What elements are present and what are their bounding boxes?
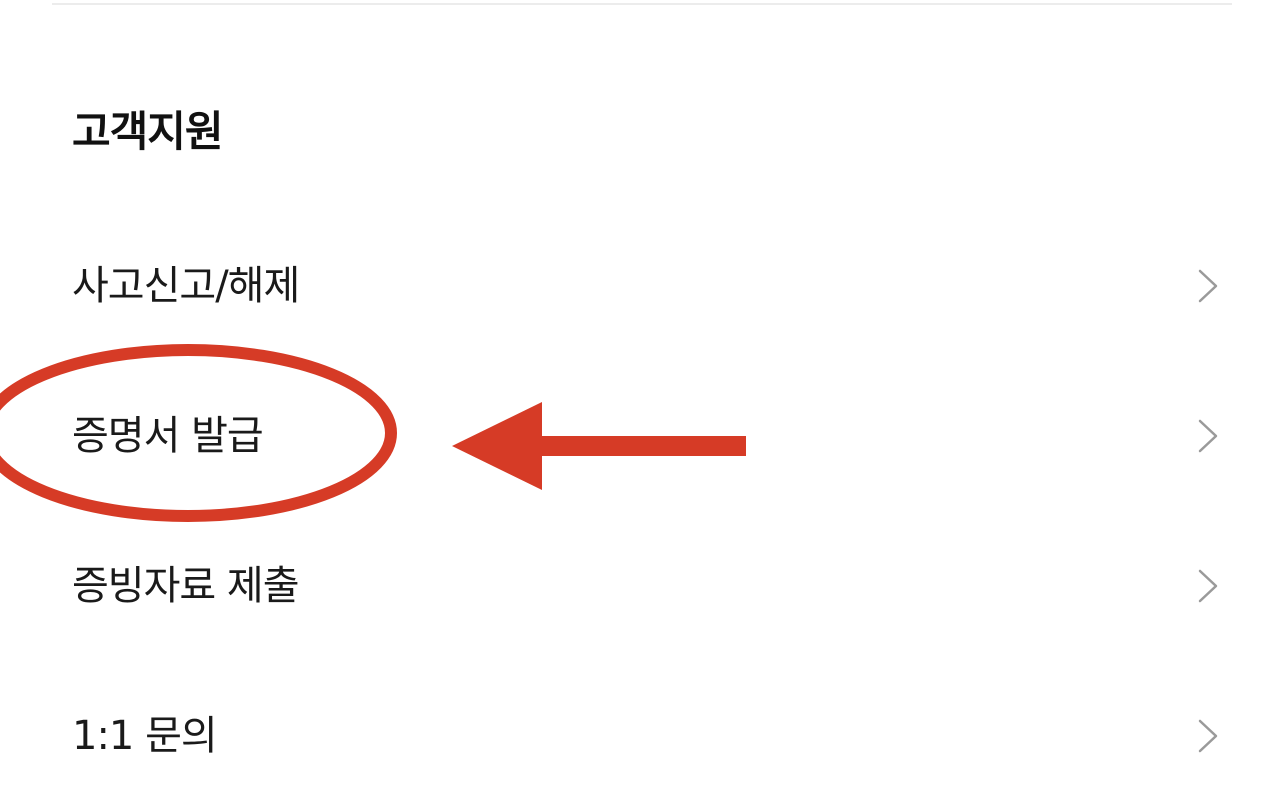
menu-item-label: 증빙자료 제출 <box>72 563 300 609</box>
menu-item-label: 1:1 문의 <box>72 713 218 759</box>
menu-item-document-submit[interactable]: 증빙자료 제출 <box>0 526 1284 646</box>
menu-item-accident-report[interactable]: 사고신고/해제 <box>0 226 1284 346</box>
menu-item-label: 증명서 발급 <box>72 413 264 459</box>
menu-item-label: 사고신고/해제 <box>72 263 300 309</box>
top-divider <box>52 3 1232 5</box>
section-title: 고객지원 <box>72 107 224 156</box>
menu-item-certificate-issue[interactable]: 증명서 발급 <box>0 376 1284 496</box>
chevron-right-icon <box>1198 269 1218 303</box>
chevron-right-icon <box>1198 569 1218 603</box>
menu-item-inquiry[interactable]: 1:1 문의 <box>0 676 1284 796</box>
chevron-right-icon <box>1198 419 1218 453</box>
chevron-right-icon <box>1198 719 1218 753</box>
